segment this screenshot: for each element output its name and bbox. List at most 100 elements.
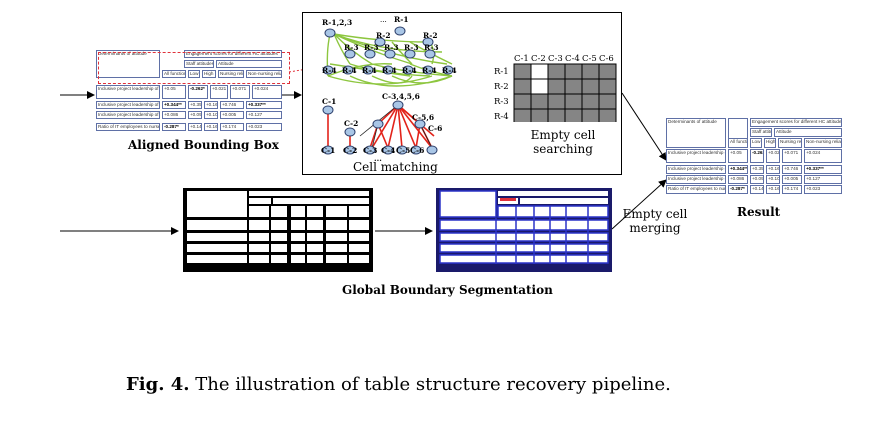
- cell-matching-label: Cell matching: [353, 160, 438, 174]
- table-cell: Nursing reliability: [218, 70, 244, 78]
- table-cell: +0.174: [782, 185, 802, 194]
- svg-text:R-4: R-4: [342, 66, 357, 75]
- table-cell: +0.352: [750, 165, 764, 174]
- svg-text:C-3,4,5,6: C-3,4,5,6: [382, 92, 420, 101]
- table-cell: +0.05: [728, 149, 748, 163]
- grid-cells: [513, 63, 617, 122]
- svg-text:R-4: R-4: [382, 66, 397, 75]
- table-cell: +0.163: [204, 123, 218, 131]
- table-cell: +0.746: [782, 165, 802, 174]
- empty-grid-cell: [530, 63, 549, 80]
- svg-text:C-2: C-2: [343, 146, 357, 155]
- table-cell: +0.096: [188, 111, 202, 119]
- row-top-label: R-1: [394, 15, 409, 24]
- table-cell: +0.337**: [804, 165, 842, 174]
- table-cell: Ratio of IT employees to nurses: [666, 185, 726, 194]
- svg-text:C-6: C-6: [410, 146, 424, 155]
- svg-text:C-5: C-5: [582, 54, 597, 64]
- table-cell: Engagement scores for different HC attit…: [184, 50, 282, 58]
- table-cell: +0.021: [210, 85, 228, 99]
- empty-cell-searching-text: Empty cell searching: [530, 128, 596, 156]
- table-cell: +0.05: [162, 85, 186, 99]
- table-cell: Non-nursing reliability: [246, 70, 282, 78]
- svg-text:R-4: R-4: [402, 66, 417, 75]
- table-cell: +0.005: [782, 175, 802, 184]
- grid-cell: [530, 93, 549, 110]
- svg-text:C-6: C-6: [428, 124, 442, 133]
- svg-text:C-1: C-1: [322, 97, 336, 106]
- table-cell: Determinants of attitude: [666, 118, 726, 148]
- table-cell: -0.287*: [162, 123, 186, 131]
- grid-cell: [564, 78, 583, 95]
- svg-text:R-4: R-4: [322, 66, 337, 75]
- grid-cell: [581, 78, 600, 95]
- table-cell: Inclusive project leadership of staff an…: [666, 149, 726, 163]
- svg-text:R-3: R-3: [364, 43, 379, 52]
- empty-grid-cell: [530, 78, 549, 95]
- table-cell: +0.148: [750, 185, 764, 194]
- table-cell: Determinants of attitude: [96, 50, 160, 78]
- svg-text:R-4: R-4: [422, 66, 437, 75]
- table-cell: All functions: [728, 138, 748, 148]
- table-cell: +0.023: [246, 123, 282, 131]
- svg-text:R-4: R-4: [442, 66, 457, 75]
- table-cell: +0.344**: [728, 165, 748, 174]
- grid-cell: [547, 108, 566, 122]
- grid-row-headers: R-1 R-2 R-3 R-4: [494, 67, 509, 122]
- table-cell: High: [202, 70, 216, 78]
- caption-text: The illustration of table structure reco…: [189, 374, 671, 395]
- svg-text:R-3: R-3: [424, 43, 439, 52]
- svg-text:C-5: C-5: [396, 146, 410, 155]
- svg-text:C-3: C-3: [363, 146, 377, 155]
- table-cell: Low: [188, 70, 200, 78]
- table-cell: +0.127: [804, 175, 842, 184]
- table-cell: Attitude: [774, 128, 842, 137]
- grid-cell: [581, 93, 600, 110]
- grid-cell: [598, 78, 617, 95]
- segmentation-overlay-image: [436, 188, 612, 272]
- grid-cell: [564, 63, 583, 80]
- svg-text:C-1: C-1: [321, 146, 335, 155]
- aligned-bounding-box-table: Determinants of attitude Engagement scor…: [96, 50, 290, 136]
- empty-cell-merging-text: Empty cell merging: [622, 207, 688, 235]
- grid-cell: [513, 63, 532, 80]
- svg-text:C-6: C-6: [599, 54, 614, 64]
- grid-cell: [598, 93, 617, 110]
- svg-text:R-3: R-3: [344, 43, 359, 52]
- table-cell: Staff attitudes: [184, 60, 214, 68]
- table-cell: +0.344**: [162, 101, 186, 109]
- table-cell: +0.086: [728, 175, 748, 184]
- svg-text:R-3: R-3: [494, 97, 509, 107]
- table-cell: Inclusive project leadership of clinicia…: [666, 175, 726, 184]
- table-cell: +0.086: [162, 111, 186, 119]
- grid-cell: [530, 108, 549, 122]
- svg-text:C-1: C-1: [514, 54, 529, 64]
- table-cell: +0.024: [252, 85, 282, 99]
- table-cell: +0.163: [204, 101, 218, 109]
- svg-text:C-4: C-4: [565, 54, 580, 64]
- empty-cell-searching-label: Empty cell searching: [528, 128, 598, 156]
- to-result-arrow-upper: [621, 92, 667, 161]
- result-label: Result: [737, 205, 781, 219]
- table-cell: Attitude: [216, 60, 282, 68]
- row-group-label: R-1,2,3: [322, 18, 352, 27]
- grid-cell: [547, 93, 566, 110]
- to-result-arrow-lower: [611, 179, 667, 230]
- caption-prefix: Fig. 4.: [126, 374, 190, 395]
- row-graph-nodes: [322, 26, 454, 75]
- svg-text:R-2: R-2: [376, 31, 391, 40]
- table-cell: +0.096: [750, 175, 764, 184]
- row-graph-labels: R-1,2,3 R-1 R-2 R-2 R-3 R-3 R-3 R-3 R-3 …: [322, 15, 457, 75]
- table-cell: Non-nursing reliability: [804, 138, 842, 148]
- grid-cell: [564, 108, 583, 122]
- svg-text:R-2: R-2: [423, 31, 438, 40]
- grid-cell: [513, 78, 532, 95]
- grid-cell: [581, 108, 600, 122]
- ellipsis-top: ...: [380, 16, 387, 24]
- col-graph-labels: C-1 C-2 C-3,4,5,6 C-5,6 C-6 C-1 C-2 C-3 …: [321, 92, 442, 163]
- table-cell: +0.005: [220, 111, 244, 119]
- grid-cell: [598, 108, 617, 122]
- cell-matching-graphs: R-1,2,3 R-1 R-2 R-2 R-3 R-3 R-3 R-3 R-3 …: [321, 15, 457, 163]
- svg-text:C-4: C-4: [381, 146, 395, 155]
- col-graph-nodes: [322, 100, 438, 155]
